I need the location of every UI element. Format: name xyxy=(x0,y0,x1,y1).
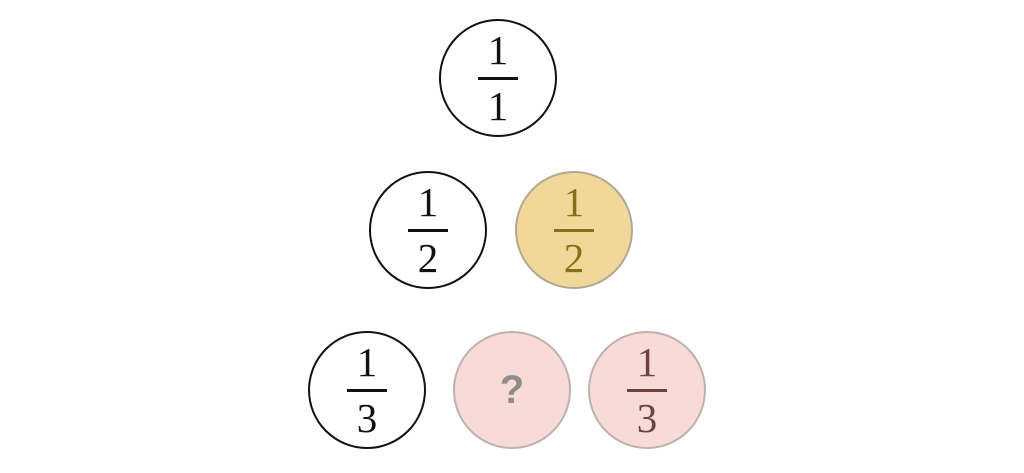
fraction-circle-r3c2[interactable]: ? xyxy=(453,331,571,449)
fraction-numerator: 1 xyxy=(636,338,658,385)
fraction-denominator: 3 xyxy=(356,394,378,441)
fraction-denominator: 2 xyxy=(563,234,585,281)
fraction-bar-icon xyxy=(478,76,518,80)
fraction-denominator: 2 xyxy=(417,234,439,281)
fraction-bar-icon xyxy=(627,388,667,392)
fraction-denominator: 1 xyxy=(487,82,509,129)
fraction-numerator: 1 xyxy=(417,178,439,225)
fraction-denominator: 3 xyxy=(636,394,658,441)
fraction-bar-icon xyxy=(554,228,594,232)
fraction-numerator: 1 xyxy=(356,338,378,385)
fraction-bar-icon xyxy=(347,388,387,392)
unknown-question-mark: ? xyxy=(499,368,525,412)
fraction-numerator: 1 xyxy=(563,178,585,225)
fraction-bar-icon xyxy=(408,228,448,232)
fraction-numerator: 1 xyxy=(487,26,509,73)
